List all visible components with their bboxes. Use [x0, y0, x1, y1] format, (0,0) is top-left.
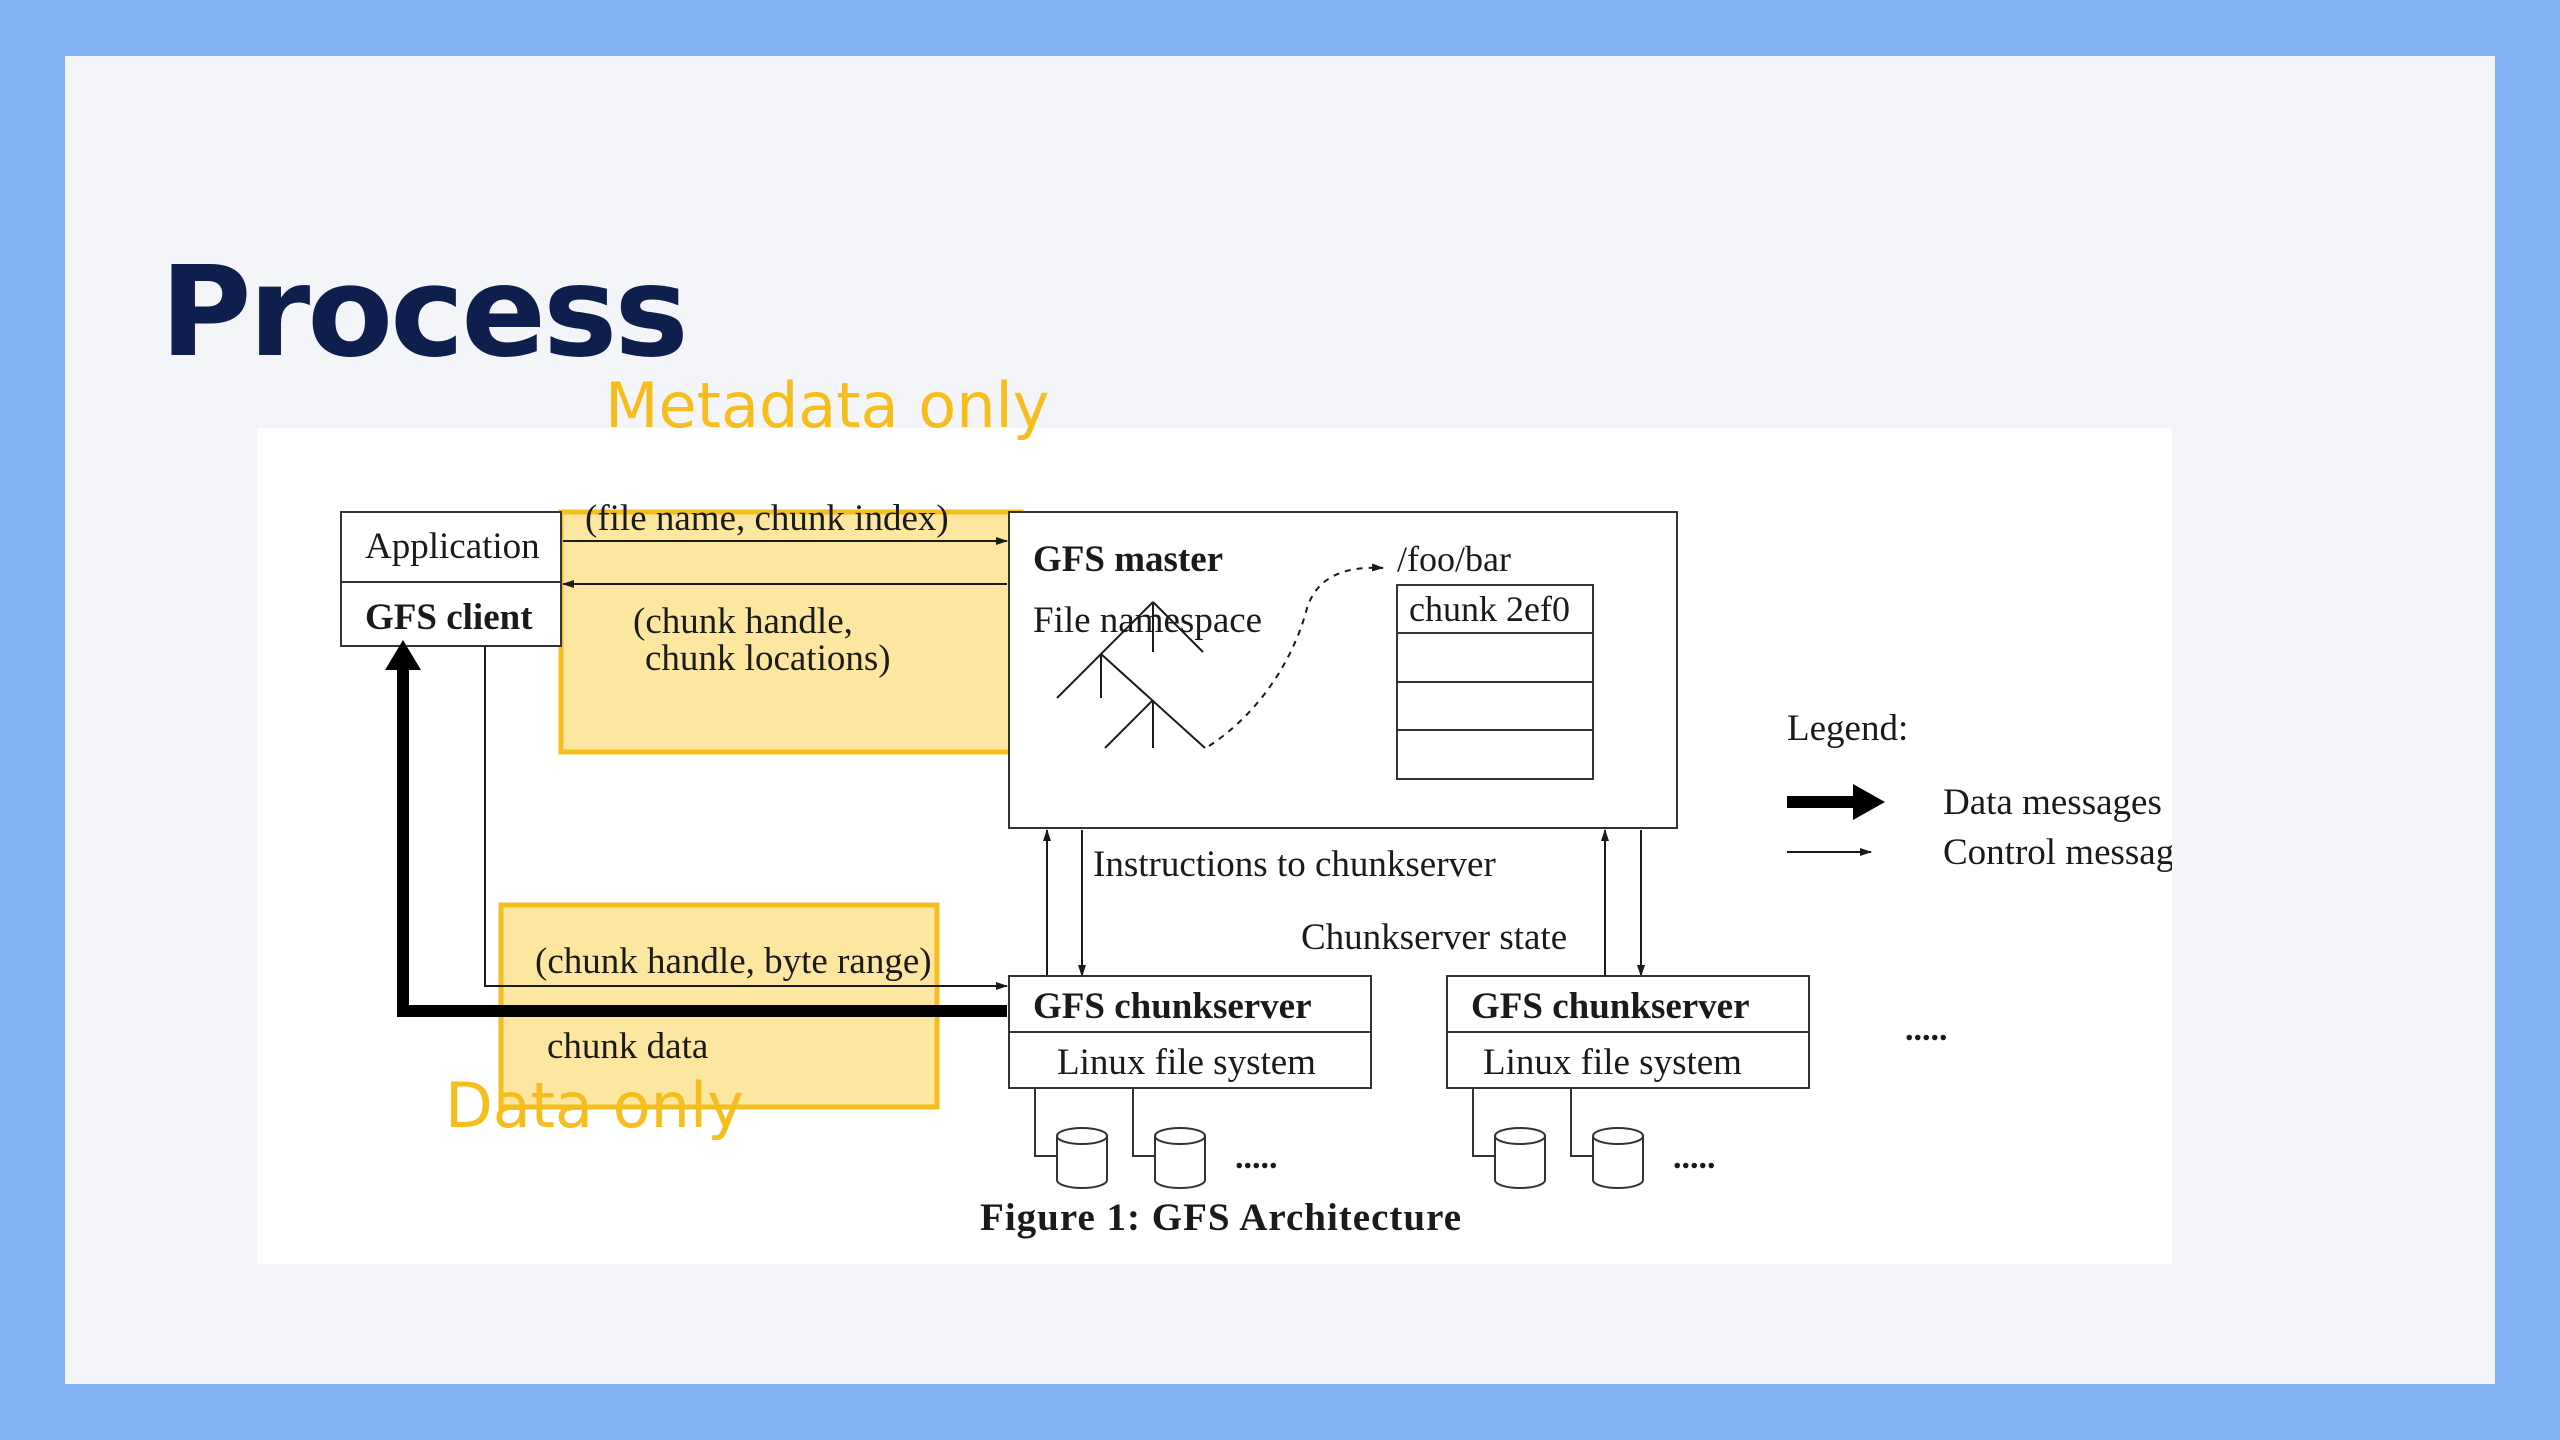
chunkserver-1-fs: Linux file system — [1057, 1042, 1316, 1083]
path-label: /foo/bar — [1397, 539, 1511, 579]
figure-caption: Figure 1: GFS Architecture — [980, 1196, 1462, 1239]
namespace-link-arrow — [1208, 563, 1384, 747]
chunkserver-2-disks — [1472, 1088, 1644, 1189]
application-label: Application — [365, 526, 540, 567]
chunkserver-2-more: ..... — [1673, 1139, 1716, 1176]
gfs-master-title: GFS master — [1033, 539, 1223, 580]
data-callout: Data only — [445, 1069, 744, 1142]
instructions-label: Instructions to chunkserver — [1093, 844, 1496, 885]
reply-label-2: chunk locations) — [645, 638, 891, 679]
gfs-architecture-figure: Application GFS client GFS master File n… — [257, 428, 2172, 1264]
disk-icon — [1154, 1127, 1206, 1189]
state-label: Chunkserver state — [1301, 917, 1567, 958]
data-request-label: (chunk handle, byte range) — [535, 941, 932, 982]
disk-icon — [1592, 1127, 1644, 1189]
metadata-callout: Metadata only — [605, 369, 1050, 442]
data-request-arrow — [484, 646, 1008, 990]
chunkserver-1-more: ..... — [1235, 1139, 1278, 1176]
legend-control-label: Control messages — [1943, 832, 2172, 873]
more-servers: ..... — [1905, 1011, 1948, 1048]
data-reply-label: chunk data — [547, 1026, 708, 1067]
chunkserver-1-disks — [1034, 1088, 1206, 1189]
reply-label-1: (chunk handle, — [633, 601, 853, 642]
legend-title: Legend: — [1787, 708, 1908, 749]
chunkserver-1-title: GFS chunkserver — [1033, 986, 1312, 1027]
namespace-tree-icon — [1056, 601, 1206, 749]
gfs-client-label: GFS client — [365, 597, 533, 638]
chunkserver-2-title: GFS chunkserver — [1471, 986, 1750, 1027]
slide-title: Process — [160, 240, 689, 385]
architecture-diagram: Application GFS client GFS master File n… — [340, 498, 2172, 1239]
legend-data-label: Data messages — [1943, 782, 2162, 823]
disk-icon — [1494, 1127, 1546, 1189]
chunk-label: chunk 2ef0 — [1409, 589, 1570, 629]
application-box — [340, 511, 562, 583]
disk-icon — [1056, 1127, 1108, 1189]
data-reply-arrow — [397, 668, 1007, 1017]
metadata-highlight — [558, 509, 1024, 755]
request-label: (file name, chunk index) — [585, 498, 949, 539]
chunkserver-2-fs: Linux file system — [1483, 1042, 1742, 1083]
chunkserver-2-fs-box — [1446, 1031, 1810, 1089]
gfs-client-box — [340, 581, 562, 647]
chunkserver-1-fs-box — [1008, 1031, 1372, 1089]
